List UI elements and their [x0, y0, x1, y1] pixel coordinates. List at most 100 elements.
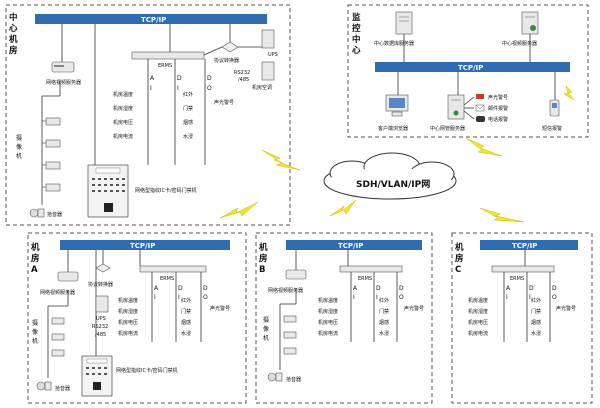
email-icon: [475, 104, 485, 112]
room-a-di-1: 门禁: [181, 308, 191, 315]
room-b-camera-label-2: 像: [263, 325, 269, 333]
room-b-pickup-label: 拾音器: [286, 376, 301, 383]
room-a-camera-label-3: 机: [32, 337, 38, 345]
room-a-ai-2: 机房电压: [118, 319, 138, 326]
room-c-di-header-2: I: [529, 294, 531, 301]
camera-icon: [51, 317, 65, 357]
center-di-header-2: I: [177, 85, 179, 92]
center-ai-1: 机房湿度: [113, 105, 133, 112]
room-a-video-server-icon: [57, 271, 79, 282]
room-a-erms-label: ERMS: [160, 276, 174, 282]
room-c-title-1: 机: [455, 242, 464, 253]
center-bus-label: TCP/IP: [141, 16, 166, 24]
room-b-di-2: 烟感: [379, 319, 389, 326]
room-c-ai-header-2: I: [506, 294, 508, 301]
center-di-2: 烟感: [183, 119, 193, 126]
center-erms-label: ERMS: [158, 63, 172, 69]
room-a-do-header-2: O: [203, 294, 208, 301]
video-server-label: 中心视频服务器: [502, 40, 537, 47]
center-room-title-2: 心: [9, 23, 18, 34]
lightning-bolt-icon: [329, 199, 357, 217]
center-camera-label-2: 像: [16, 143, 22, 151]
center-di-0: 红外: [183, 91, 193, 98]
center-ai-header-1: A: [150, 75, 155, 82]
center-ai-3: 机房电流: [113, 133, 133, 140]
room-c-di-header-1: D: [529, 285, 534, 292]
room-a-title-1: 机: [31, 242, 40, 253]
room-b-ai-0: 机房温度: [318, 297, 338, 304]
room-b-do-0: 声光警号: [404, 305, 424, 312]
protocol-converter-icon: [221, 41, 239, 53]
room-c-do-0: 声光警号: [556, 305, 576, 312]
room-b-video-server-label: 网络视频服务器: [268, 287, 303, 294]
room-c-tcpip-bus: [480, 240, 578, 250]
room-b-ai-header-1: A: [353, 285, 358, 292]
room-c-di-2: 烟感: [531, 319, 541, 326]
room-c-ai-0: 机房温度: [468, 297, 488, 304]
center-room-zone: [5, 4, 291, 226]
center-ac-label: 机房空调: [252, 84, 272, 91]
monitor-tcpip-bus: [375, 62, 570, 72]
center-erms-unit: [131, 51, 205, 60]
room-a-di-header-1: D: [178, 285, 183, 292]
room-b-title-1: 机: [259, 242, 268, 253]
room-b-title-2: 房: [259, 253, 268, 264]
lightning-bolt-icon: [479, 207, 525, 223]
email-label: 邮件报警: [488, 105, 508, 112]
center-di-header-1: D: [177, 75, 182, 82]
room-a-di-2: 烟感: [181, 319, 191, 326]
center-do-header-1: D: [207, 75, 212, 82]
center-camera-label-3: 机: [16, 152, 22, 160]
room-a-video-server-label: 网络视频服务器: [40, 289, 75, 296]
network-cloud-icon: [323, 152, 457, 200]
room-b-do-header-1: D: [399, 285, 404, 292]
room-b-video-server-icon: [285, 269, 307, 280]
camera-icon: [45, 117, 61, 192]
room-a-tcpip-bus: [60, 240, 230, 250]
center-do-0: 声光警号: [214, 99, 234, 106]
network-cloud-label: SDH/VLAN/IP网: [356, 179, 430, 190]
browser-label: 客户端浏览器: [378, 125, 408, 132]
room-b-camera-label-3: 机: [263, 334, 269, 342]
room-c-di-1: 门禁: [531, 308, 541, 315]
room-a-camera-label-2: 像: [32, 328, 38, 336]
room-a-camera-label-1: 摄: [32, 319, 38, 327]
access-terminal-icon: [87, 164, 129, 218]
center-tcpip-bus: [35, 14, 267, 24]
room-a-ai-header-2: I: [154, 294, 156, 301]
monitor-title-3: 中: [352, 34, 361, 45]
room-b-title-3: B: [259, 265, 265, 275]
center-di-1: 门禁: [183, 105, 193, 112]
sms-label: 短信报警: [542, 125, 562, 132]
room-a-pickup-label: 拾音器: [55, 385, 70, 392]
center-protocol-converter-label: 协议转换器: [214, 57, 239, 64]
center-ai-0: 机房温度: [113, 91, 133, 98]
room-c-ai-2: 机房电压: [468, 319, 488, 326]
room-a-bus-label: TCP/IP: [130, 242, 155, 250]
room-c-di-3: 水浸: [531, 330, 541, 337]
center-rs232-label: RS232: [234, 70, 250, 76]
sms-phone-icon: [549, 99, 560, 117]
room-c-di-0: 红外: [531, 297, 541, 304]
room-a-zone: [27, 232, 247, 404]
room-a-ai-0: 机房温度: [118, 297, 138, 304]
room-b-bus-label: TCP/IP: [338, 242, 363, 250]
monitor-title-2: 控: [352, 23, 361, 34]
room-c-erms-label: ERMS: [510, 276, 524, 282]
ups-icon: [95, 295, 109, 313]
phone-icon: [476, 116, 485, 122]
room-a-title-3: A: [31, 265, 38, 275]
room-a-do-0: 声光警号: [210, 305, 230, 312]
room-c-ai-1: 机房湿度: [468, 308, 488, 315]
room-a-rs232-label: RS232: [92, 324, 108, 330]
room-b-di-header-1: D: [376, 285, 381, 292]
monitor-bus-label: TCP/IP: [458, 64, 483, 72]
room-b-ai-header-2: I: [353, 294, 355, 301]
room-b-di-0: 红外: [379, 297, 389, 304]
room-a-access-terminal-label: 网络型指纹IC卡/密码门禁机: [116, 367, 178, 374]
lightning-bolt-icon: [219, 201, 259, 219]
room-c-do-header-1: D: [552, 285, 557, 292]
camera-icon: [283, 315, 297, 355]
room-a-di-header-2: I: [178, 294, 180, 301]
pickup-icon: [267, 372, 283, 382]
